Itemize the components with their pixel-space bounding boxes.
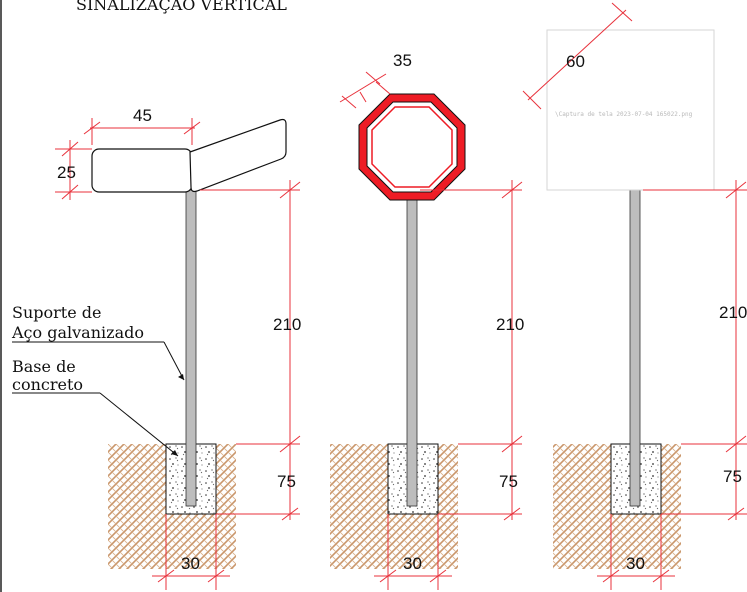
dim-post-height-1: 210 [273, 315, 301, 334]
dim-plate-height: 25 [57, 163, 76, 182]
octagon-inner [366, 101, 458, 193]
base-label-line1: Base de [12, 357, 76, 376]
dim-foundation-width-3: 30 [626, 554, 645, 573]
street-plate-right [189, 118, 287, 193]
support-label-line2: Aço galvanizado [11, 323, 144, 342]
dim-foundation-width-1: 30 [181, 554, 200, 573]
image-caption: \Captura de tela 2023-07-04 165022.png [555, 111, 693, 118]
dim-foundation-depth-1: 75 [277, 472, 296, 491]
post-1 [185, 189, 197, 507]
stop-sign: 35 210 75 30 [330, 51, 524, 590]
dim-foundation-width-2: 30 [403, 554, 422, 573]
dim-octagon-width: 35 [393, 51, 412, 70]
square-sign: \Captura de tela 2023-07-04 165022.png 6… [522, 2, 747, 590]
street-plate-left [91, 148, 193, 193]
post-3 [629, 189, 641, 507]
support-label-line1: Suporte de [12, 303, 101, 322]
base-label-line2: concreto [12, 375, 83, 394]
post-2 [406, 189, 418, 507]
dim-post-height-2: 210 [496, 315, 524, 334]
dim-post-height-3: 210 [719, 303, 747, 322]
dim-foundation-depth-2: 75 [499, 472, 518, 491]
page-title: SINALIZAÇÃO VERTICAL [76, 0, 287, 14]
dim-plate-width: 45 [133, 106, 152, 125]
street-name-sign: 45 25 210 75 [11, 106, 301, 590]
dim-foundation-depth-3: 75 [723, 467, 742, 486]
dim-square-width: 60 [566, 52, 585, 71]
